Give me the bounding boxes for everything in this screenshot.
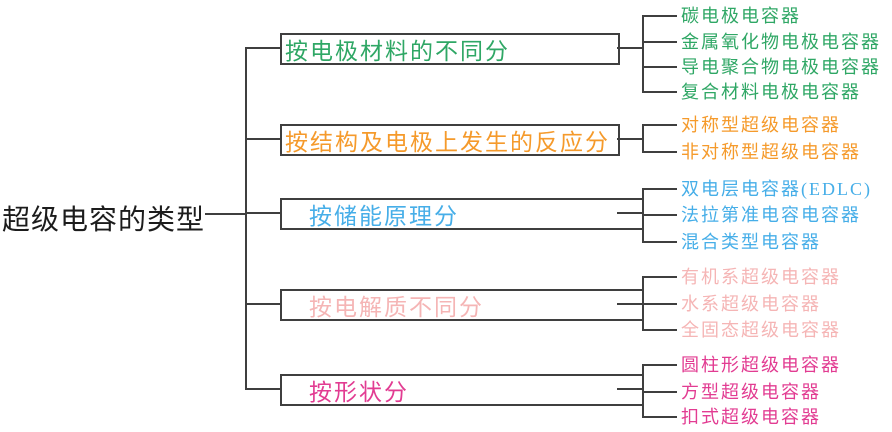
leaf-item: 有机系超级电容器 [681, 267, 841, 287]
leaf-line [642, 416, 677, 418]
leaf-item: 法拉第准电容电容器 [681, 205, 861, 225]
leaf-item: 水系超级电容器 [681, 294, 821, 314]
root-connector-line [205, 213, 247, 215]
branch-line [245, 303, 280, 305]
category-label: 按储能原理分 [309, 204, 459, 229]
category-label: 按形状分 [309, 380, 409, 405]
leaves-connector-line [642, 15, 644, 93]
category-label: 按电极材料的不同分 [285, 39, 510, 64]
box-to-leaves-line [617, 303, 644, 305]
box-to-leaves-line [617, 47, 644, 49]
category-label: 按电解质不同分 [309, 295, 484, 320]
leaf-line [642, 391, 677, 393]
leaf-item: 圆柱形超级电容器 [681, 355, 841, 375]
leaf-line [642, 214, 677, 216]
leaves-connector-line [642, 124, 644, 153]
box-to-leaves-line [617, 212, 644, 214]
leaf-item: 方型超级电容器 [681, 382, 821, 402]
leaf-line [642, 303, 677, 305]
leaf-item: 非对称型超级电容器 [681, 142, 861, 162]
leaf-line [642, 91, 677, 93]
leaf-item: 全固态超级电容器 [681, 320, 841, 340]
leaf-line [642, 15, 677, 17]
leaf-item: 金属氧化物电极电容器 [681, 32, 881, 52]
leaf-line [642, 188, 677, 190]
category-box-electrolyte: 按电解质不同分 [280, 289, 644, 321]
leaf-item: 对称型超级电容器 [681, 115, 841, 135]
leaf-line [642, 151, 677, 153]
branch-line [245, 47, 280, 49]
leaf-item: 双电层电容器(EDLC) [681, 179, 872, 199]
category-box-storage-principle: 按储能原理分 [280, 198, 644, 230]
leaf-line [642, 276, 677, 278]
box-to-leaves-line [617, 138, 644, 140]
leaf-item: 复合材料电极电容器 [681, 82, 861, 102]
leaf-item: 导电聚合物电极电容器 [681, 57, 881, 77]
category-box-shape: 按形状分 [280, 374, 644, 406]
leaf-line [642, 66, 677, 68]
category-label: 按结构及电极上发生的反应分 [285, 130, 610, 155]
category-box-structure-reaction: 按结构及电极上发生的反应分 [280, 124, 620, 156]
box-to-leaves-line [617, 388, 644, 390]
leaf-line [642, 241, 677, 243]
leaf-item: 扣式超级电容器 [681, 407, 821, 427]
category-box-electrode-material: 按电极材料的不同分 [280, 33, 620, 65]
branch-line [245, 388, 280, 390]
trunk-line [245, 47, 247, 390]
leaf-line [642, 124, 677, 126]
branch-line [245, 212, 280, 214]
leaf-line [642, 364, 677, 366]
leaf-item: 混合类型电容器 [681, 232, 821, 252]
leaf-item: 碳电极电容器 [681, 6, 801, 26]
branch-line [245, 138, 280, 140]
leaf-line [642, 329, 677, 331]
root-title: 超级电容的类型 [2, 205, 206, 236]
leaf-line [642, 41, 677, 43]
